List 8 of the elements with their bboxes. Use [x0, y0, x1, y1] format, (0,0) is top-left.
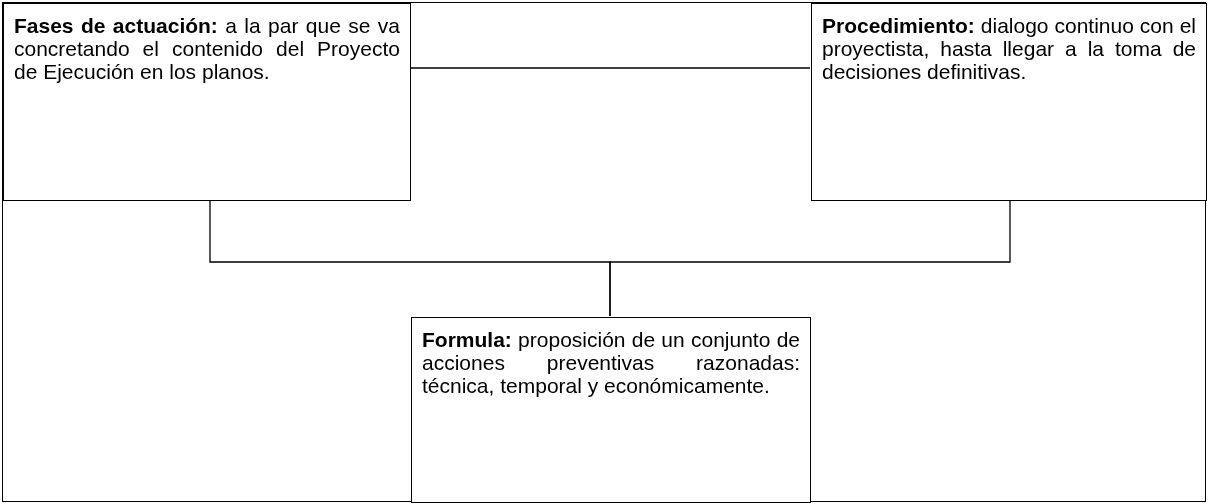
connector-line [609, 199, 1011, 317]
description-text: Fases de actuación: a la par que se va concretando el contenido del Proyecto de Ejecución en los planos. [14, 14, 400, 83]
text-box [411, 317, 811, 503]
connector-line [409, 67, 811, 69]
description-text: Procedimiento: dialogo continuo con el proyectista, hasta llegar a la toma de decisiones definitivas. [822, 14, 1196, 83]
text-box [811, 3, 1207, 201]
text-box [3, 3, 411, 201]
description-text: Formula: proposición de un conjunto de acciones preventivas razonadas: técnica, temporal y económicamente. [422, 328, 800, 397]
